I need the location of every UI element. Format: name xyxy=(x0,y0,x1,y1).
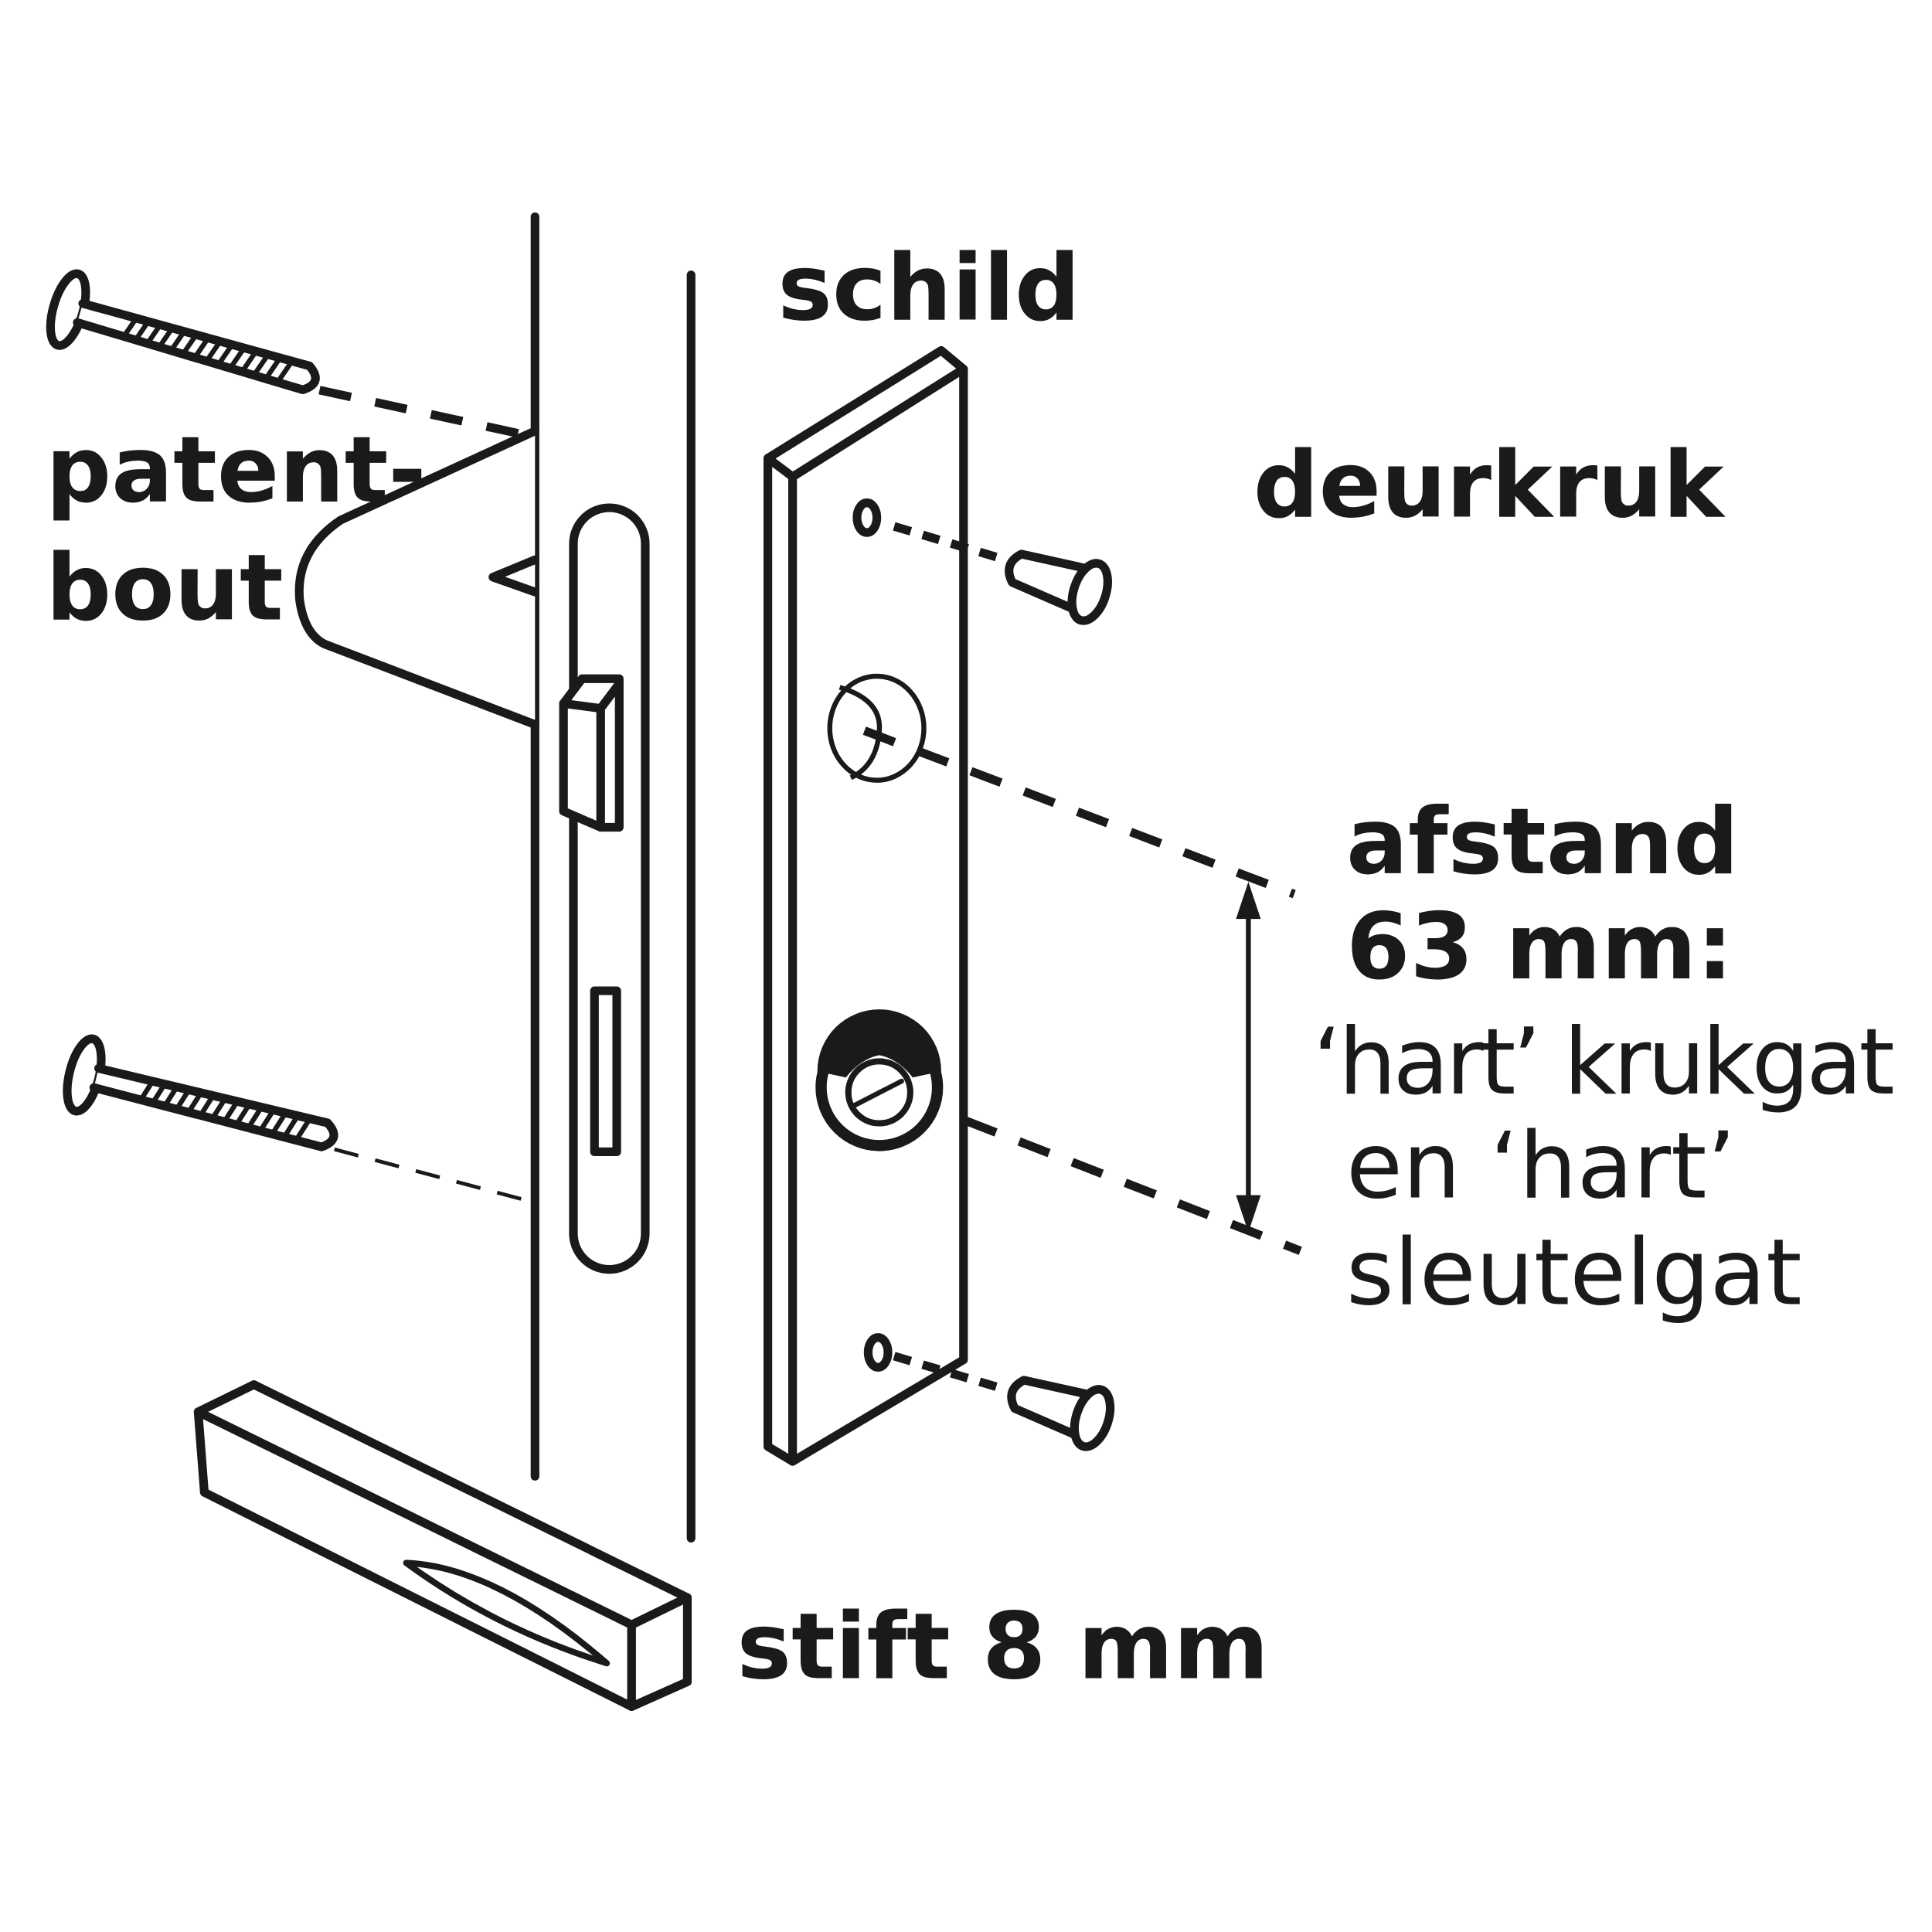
label-afstand: afstand xyxy=(1346,788,1739,895)
label-patentbout: patent- xyxy=(46,417,426,523)
screw-icon xyxy=(46,269,320,395)
label-deurkruk: deurkruk xyxy=(1253,431,1726,538)
forend-slot xyxy=(590,986,621,1156)
screw-icon xyxy=(1007,1376,1115,1451)
shield-plate xyxy=(763,345,968,1466)
guide-line xyxy=(893,1352,1007,1394)
screw-icon xyxy=(63,1034,338,1151)
guide-line xyxy=(318,386,532,440)
guide-line xyxy=(334,1147,531,1203)
label-afstand: ‘hart’ krukgat xyxy=(1313,1009,1895,1115)
handle-hole xyxy=(827,673,927,783)
screw-hole xyxy=(852,498,882,537)
dead-bolt xyxy=(559,674,624,832)
label-patentbout: bout xyxy=(46,534,283,641)
label-afstand: 63 mm: xyxy=(1346,893,1733,1000)
keyhole-icon xyxy=(815,1009,944,1151)
label-stift: stift 8 mm xyxy=(737,1593,1269,1699)
label-afstand: en ‘hart’ xyxy=(1346,1113,1736,1219)
screw-icon xyxy=(1005,549,1112,625)
label-schild: schild xyxy=(777,234,1080,341)
label-afstand: sleutelgat xyxy=(1346,1219,1802,1326)
spindle-stift xyxy=(193,1380,692,1711)
guide-line xyxy=(964,1117,1302,1255)
screw-hole xyxy=(863,1333,893,1372)
dimension-arrow xyxy=(1236,882,1261,1233)
latch-bolt xyxy=(294,427,539,730)
latch-notch xyxy=(488,555,539,597)
guide-line xyxy=(862,726,1296,899)
guide-line xyxy=(893,522,1007,564)
